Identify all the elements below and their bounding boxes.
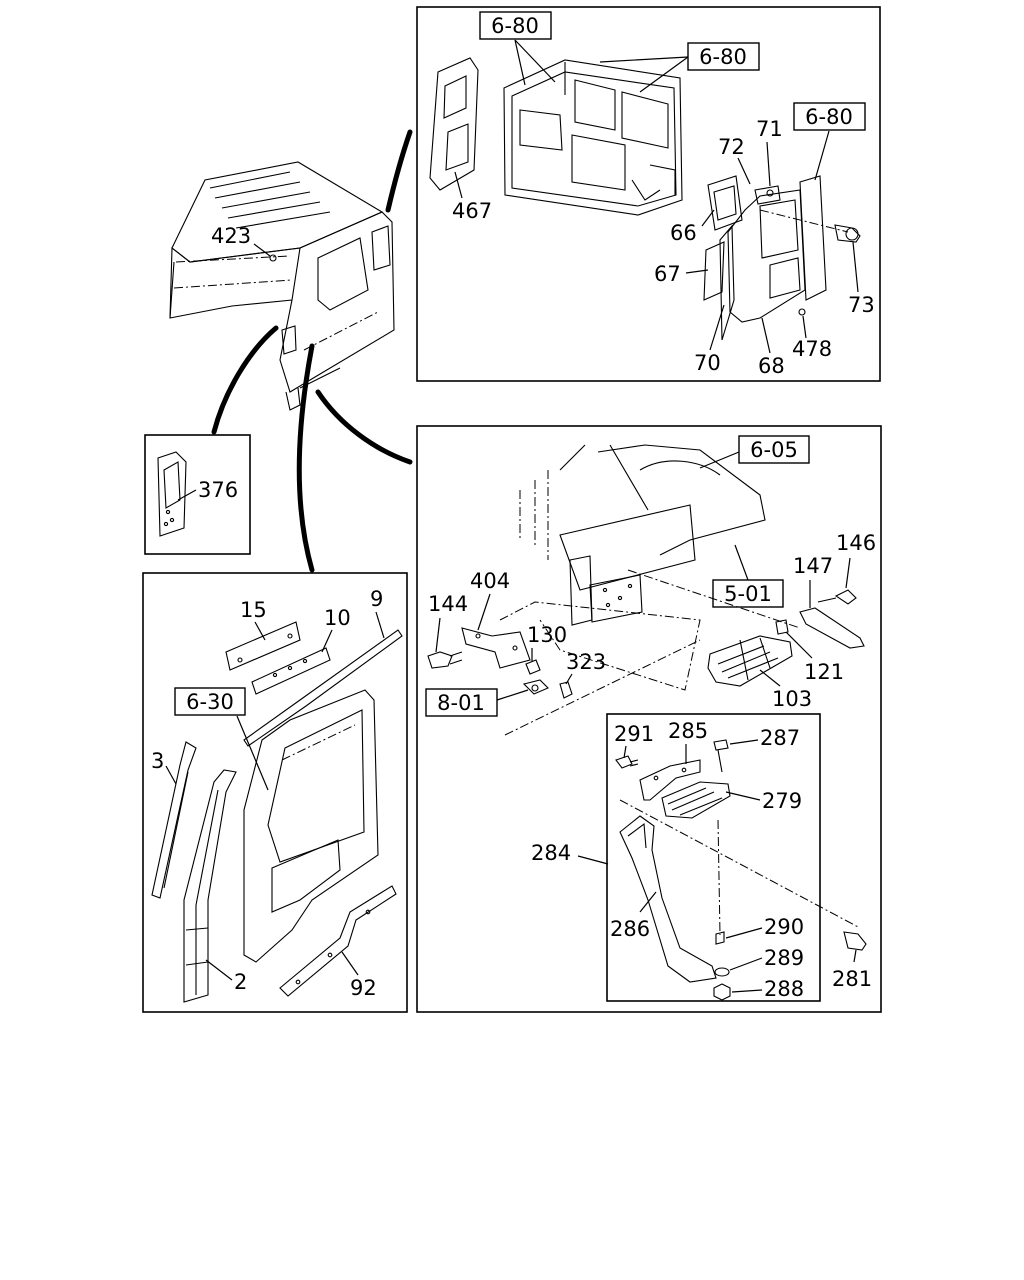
label-72: 72 xyxy=(718,135,745,159)
label-3: 3 xyxy=(151,749,164,773)
ref-rear-panel: 6-80 xyxy=(491,14,539,38)
panel-door: 6-30 15 10 9 3 2 92 xyxy=(142,572,408,1013)
label-2: 2 xyxy=(234,970,247,994)
label-467: 467 xyxy=(452,199,492,223)
label-285: 285 xyxy=(668,719,708,743)
connector-to-door xyxy=(296,343,315,573)
label-423: 423 xyxy=(211,224,251,248)
label-68: 68 xyxy=(758,354,785,378)
label-103: 103 xyxy=(772,687,812,711)
ref-fender: 6-05 xyxy=(750,438,798,462)
label-9: 9 xyxy=(370,587,383,611)
label-478: 478 xyxy=(792,337,832,361)
label-73: 73 xyxy=(848,293,875,317)
label-287: 287 xyxy=(760,726,800,750)
label-121: 121 xyxy=(804,660,844,684)
label-286: 286 xyxy=(610,917,650,941)
ref-frame: 5-01 xyxy=(724,582,772,606)
ref-side-panel: 6-80 xyxy=(805,105,853,129)
panel-rear: 6-80 6-80 6-80 xyxy=(416,6,881,382)
label-284: 284 xyxy=(531,841,571,865)
label-10: 10 xyxy=(324,606,351,630)
panel-pillar: 376 xyxy=(144,434,251,555)
connector-to-pillar xyxy=(211,325,279,435)
ref-bracket: 8-01 xyxy=(437,691,485,715)
cab-overview xyxy=(169,161,395,411)
label-281: 281 xyxy=(832,967,872,991)
connector-to-step xyxy=(315,389,413,465)
label-291: 291 xyxy=(614,722,654,746)
label-66: 66 xyxy=(670,221,697,245)
label-376: 376 xyxy=(198,478,238,502)
label-92: 92 xyxy=(350,976,377,1000)
panel-step: 6-05 5-01 8-01 xyxy=(416,425,882,1013)
connector-to-rear xyxy=(385,129,413,213)
label-67: 67 xyxy=(654,262,681,286)
label-146: 146 xyxy=(836,531,876,555)
label-323: 323 xyxy=(566,650,606,674)
label-130: 130 xyxy=(527,623,567,647)
label-288: 288 xyxy=(764,977,804,1001)
ref-door: 6-30 xyxy=(186,690,234,714)
label-15: 15 xyxy=(240,598,267,622)
label-279: 279 xyxy=(762,789,802,813)
ref-upper-panel: 6-80 xyxy=(699,45,747,69)
label-404: 404 xyxy=(470,569,510,593)
label-289: 289 xyxy=(764,946,804,970)
label-290: 290 xyxy=(764,915,804,939)
label-71: 71 xyxy=(756,117,783,141)
label-70: 70 xyxy=(694,351,721,375)
label-144: 144 xyxy=(428,592,468,616)
label-147: 147 xyxy=(793,554,833,578)
